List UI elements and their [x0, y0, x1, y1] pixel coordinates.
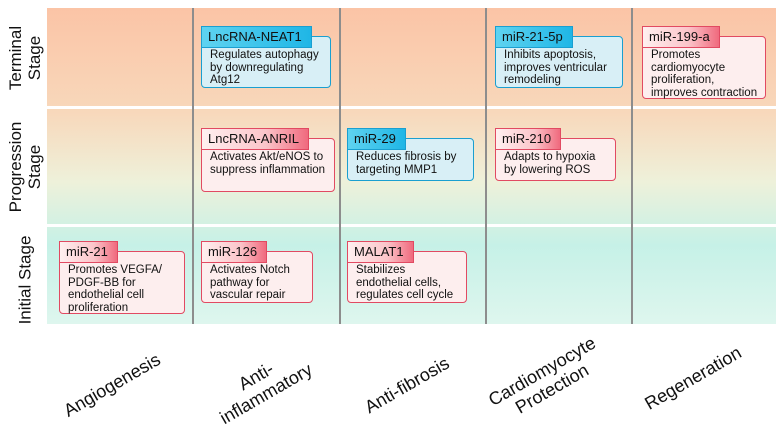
card-mir-21-5p: miR-21-5p Inhibits apoptosis, improves v… [495, 26, 623, 88]
card-label: miR-126 [201, 241, 268, 263]
column-label-regeneration: Regeneration [641, 342, 745, 414]
column-label-text: Anti-inflammatory [216, 358, 316, 429]
card-mir-29: miR-29 Reduces fibrosis by targeting MMP… [347, 128, 474, 181]
card-mir-21: miR-21 Promotes VEGFA/ PDGF-BB for endot… [59, 241, 185, 314]
card-text: Reduces fibrosis by targeting MMP1 [347, 138, 474, 181]
card-label: miR-21 [59, 241, 118, 263]
column-label-angiogenesis: Angiogenesis [60, 349, 164, 421]
card-label: MALAT1 [347, 241, 414, 263]
card-label: miR-199-a [642, 26, 720, 48]
card-label: miR-29 [347, 128, 406, 150]
column-label-text: Cardiomyocyte Protection [485, 332, 600, 418]
card-malat1: MALAT1 Stabilizes endothelial cells, reg… [347, 241, 467, 303]
card-text: Promotes VEGFA/ PDGF-BB for endothelial … [59, 251, 185, 314]
column-label-anti-inflammatory: Anti-inflammatory [203, 340, 318, 430]
card-mir-210: miR-210 Adapts to hypoxia by lowering RO… [495, 128, 616, 181]
column-divider [192, 8, 194, 324]
column-divider [631, 8, 633, 324]
row-divider [47, 106, 776, 109]
card-label: LncRNA-NEAT1 [201, 26, 312, 48]
column-label-cardiomyocyte-protection: Cardiomyocyte Protection [485, 333, 609, 428]
card-label: LncRNA-ANRIL [201, 128, 310, 150]
row-label-initial: Initial Stage [15, 235, 35, 325]
card-mir-126: miR-126 Activates Notch pathway for vasc… [201, 241, 313, 303]
row-divider [47, 224, 776, 227]
card-lncrna-neat1: LncRNA-NEAT1 Regulates autophagy by down… [201, 26, 331, 88]
row-label-progression: Progression Stage [6, 121, 44, 213]
column-label-anti-fibrosis: Anti-fibrosis [361, 352, 453, 418]
column-divider [339, 8, 341, 324]
column-divider [485, 8, 487, 324]
card-label: miR-210 [495, 128, 562, 150]
card-mir-199-a: miR-199-a Promotes cardiomyocyte prolife… [642, 26, 766, 99]
row-label-terminal: Terminal Stage [6, 25, 44, 91]
card-lncrna-anril: LncRNA-ANRIL Activates Akt/eNOS to suppr… [201, 128, 335, 192]
card-label: miR-21-5p [495, 26, 573, 48]
